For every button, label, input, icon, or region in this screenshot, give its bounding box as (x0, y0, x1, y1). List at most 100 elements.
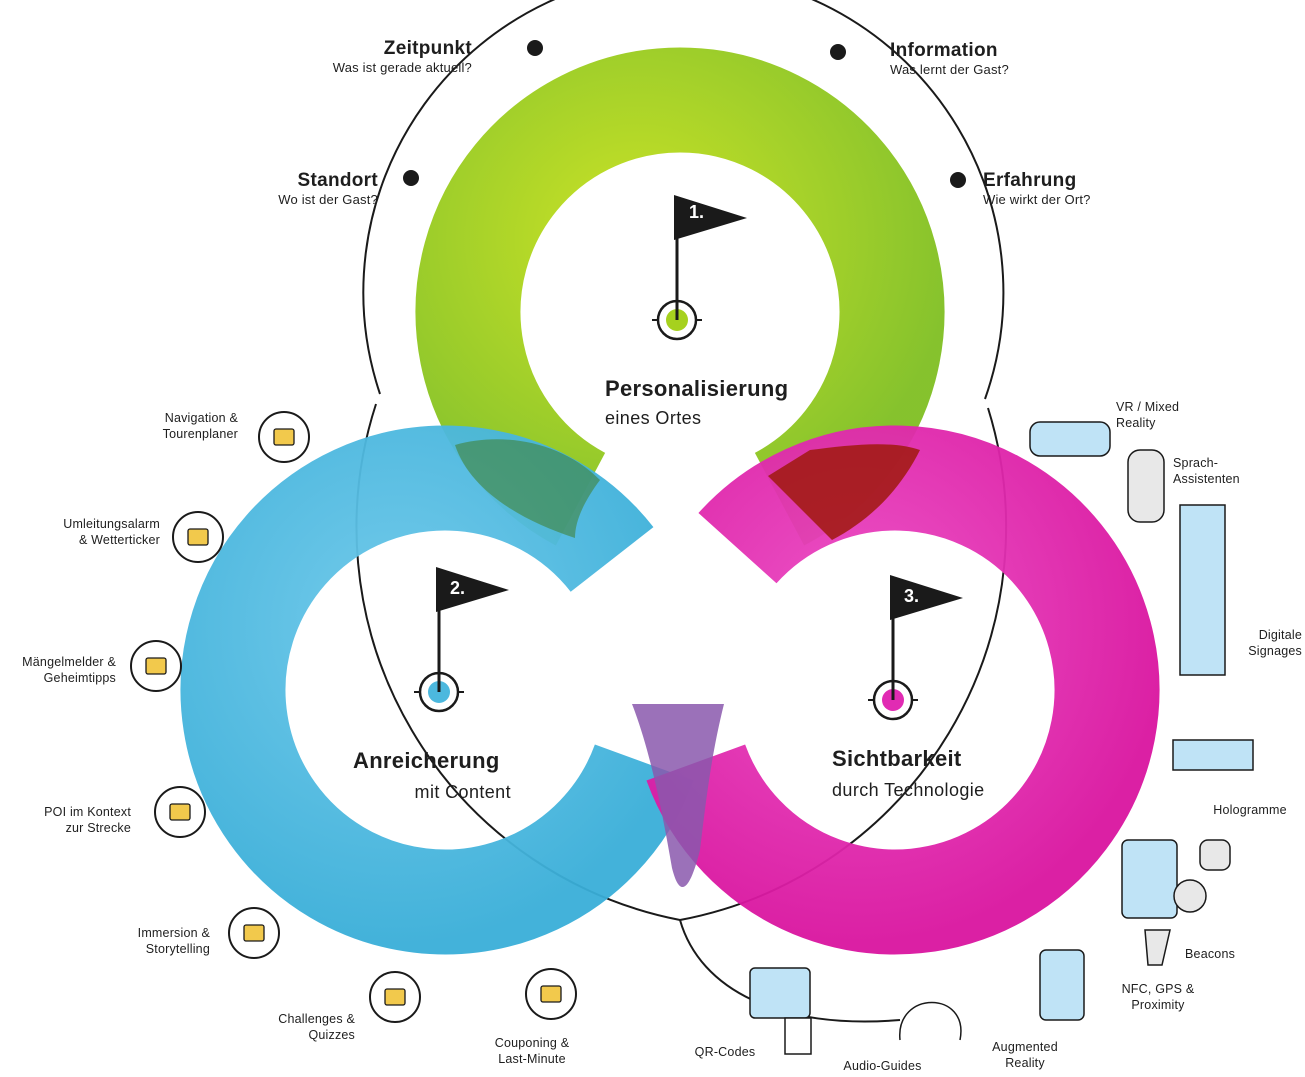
point-zeitpunkt: Zeitpunkt Was ist gerade aktuell? (270, 38, 472, 75)
item-line: Audio-Guides (843, 1059, 922, 1073)
item-line: Digitale (1258, 628, 1302, 642)
tech-item-vr: VR / Mixed Reality (1116, 399, 1216, 431)
item-line: Mängelmelder & (22, 655, 116, 669)
outer-arc-top (362, 0, 1005, 400)
icon-glyph (384, 988, 406, 1006)
item-line: Tourenplaner (162, 427, 238, 441)
nfc-tablet-watch-icon (1121, 839, 1178, 919)
tech-item-augmented-reality: Augmented Reality (975, 1039, 1075, 1071)
item-line: Navigation & (164, 411, 238, 425)
overlap-blue-magenta (632, 704, 724, 888)
tech-item-sprachassistenten: Sprach- Assistenten (1173, 455, 1273, 487)
item-line: Geheimtipps (43, 671, 116, 685)
qr-phone-icon (749, 967, 811, 1019)
beacon-icon (1144, 929, 1171, 966)
item-line: Signages (1248, 644, 1302, 658)
item-line: Reality (1005, 1056, 1045, 1070)
storybook-icon (228, 907, 280, 959)
smartwatch-icon (1199, 839, 1231, 871)
item-line: & Wetterticker (78, 533, 160, 547)
point-information: Information Was lernt der Gast? (890, 40, 1090, 77)
circle-title: Personalisierung (605, 376, 789, 401)
point-marker-4 (950, 172, 966, 188)
kiosk-icon (1179, 504, 1226, 676)
circle-1-label: Personalisierung eines Ortes (605, 376, 788, 429)
point-title: Standort (297, 170, 378, 191)
tech-item-audio-guides: Audio-Guides (830, 1058, 935, 1074)
tech-item-qr-codes: QR-Codes (680, 1044, 770, 1060)
flag-number-3: 3. (904, 586, 920, 606)
content-item-umleitungsalarm: Umleitungsalarm & Wetterticker (20, 516, 160, 548)
tech-item-hologramme: Hologramme (1200, 802, 1300, 818)
circle-title: Sichtbarkeit (832, 746, 962, 771)
point-erfahrung: Erfahrung Wie wirkt der Ort? (983, 170, 1183, 207)
flag-banner-icon (436, 567, 509, 612)
point-standort: Standort Wo ist der Gast? (200, 170, 378, 207)
headphones-icon (899, 1001, 962, 1041)
roadblock-icon (172, 511, 224, 563)
content-item-challenges: Challenges & Quizzes (240, 1011, 355, 1043)
item-line: Assistenten (1173, 472, 1240, 486)
item-line: Beacons (1185, 947, 1236, 961)
item-line: Proximity (1131, 998, 1185, 1012)
ring-anreicherung (180, 425, 694, 955)
tech-item-nfc: NFC, GPS & Proximity (1103, 981, 1213, 1013)
ring-personalisierung (415, 47, 945, 546)
item-line: zur Strecke (65, 821, 131, 835)
content-item-couponing: Couponing & Last-Minute (474, 1035, 590, 1067)
flag-banner-icon (674, 195, 747, 240)
gift-icon (525, 968, 577, 1020)
point-subtitle: Wo ist der Gast? (278, 192, 378, 207)
item-line: QR-Codes (694, 1045, 756, 1059)
point-title: Erfahrung (983, 170, 1077, 191)
point-subtitle: Was lernt der Gast? (890, 62, 1009, 77)
item-line: Reality (1116, 416, 1156, 430)
icon-glyph (145, 657, 167, 675)
content-item-immersion: Immersion & Storytelling (90, 925, 210, 957)
content-item-poi: POI im Kontext zur Strecke (10, 804, 131, 836)
item-line: NFC, GPS & (1121, 982, 1195, 996)
point-title: Zeitpunkt (383, 38, 472, 59)
hologram-icon (1172, 739, 1254, 771)
item-line: Sprach- (1173, 456, 1219, 470)
icon-glyph (187, 528, 209, 546)
overlap-green-blue (455, 439, 600, 538)
icon-glyph (540, 985, 562, 1003)
item-line: Hologramme (1213, 803, 1287, 817)
item-line: Storytelling (145, 942, 210, 956)
point-title: Information (890, 40, 998, 61)
flag-3 (868, 575, 963, 721)
map-pin-icon (258, 411, 310, 463)
circle-title: Anreicherung (353, 748, 500, 773)
tech-item-digitale-signages: Digitale Signages (1236, 627, 1302, 659)
tech-item-beacons: Beacons (1185, 946, 1265, 962)
ar-phone-icon (1039, 949, 1085, 1021)
flag-banner-icon (890, 575, 963, 620)
nfc-pad-icon (1173, 879, 1207, 913)
flag-2 (414, 567, 509, 713)
icon-glyph (273, 428, 295, 446)
smart-speaker-icon (1127, 449, 1165, 523)
circle-subtitle: eines Ortes (605, 408, 702, 428)
circle-2-label: Anreicherung mit Content (353, 748, 511, 803)
castle-icon (154, 786, 206, 838)
item-line: POI im Kontext (44, 805, 131, 819)
item-line: Couponing & (494, 1036, 570, 1050)
item-line: VR / Mixed (1116, 400, 1180, 414)
item-line: Quizzes (308, 1028, 355, 1042)
point-marker-3 (830, 44, 846, 60)
flag-number-1: 1. (689, 202, 705, 222)
point-marker-1 (403, 170, 419, 186)
point-marker-2 (527, 40, 543, 56)
circle-subtitle: durch Technologie (832, 780, 985, 800)
flag-1 (652, 195, 747, 341)
content-item-maengelmelder: Mängelmelder & Geheimtipps (0, 654, 116, 686)
content-item-navigation: Navigation & Tourenplaner (100, 410, 238, 442)
item-line: Umleitungsalarm (63, 517, 160, 531)
icon-glyph (243, 924, 265, 942)
vr-headset-icon (1029, 421, 1111, 457)
circle-3-label: Sichtbarkeit durch Technologie (832, 746, 985, 801)
icon-glyph (169, 803, 191, 821)
